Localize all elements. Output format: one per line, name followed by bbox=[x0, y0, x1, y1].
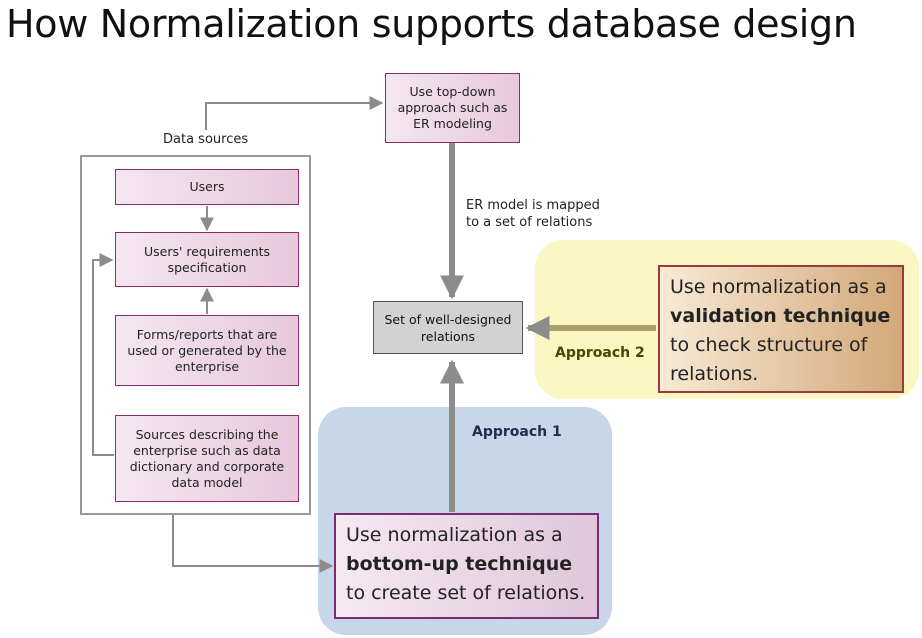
er-mapped-label: ER model is mapped to a set of relations bbox=[466, 197, 616, 231]
sources-text: Sources describing the enterprise such a… bbox=[129, 426, 285, 490]
sources-box: Sources describing the enterprise such a… bbox=[115, 415, 299, 502]
users-box: Users bbox=[115, 169, 299, 205]
bottom-up-keyword: bottom-up technique bbox=[346, 553, 573, 575]
validation-text-post: to check structure of relations. bbox=[670, 334, 868, 385]
relations-box: Set of well-designed relations bbox=[373, 301, 523, 354]
forms-reports-text: Forms/reports that are used or generated… bbox=[127, 326, 287, 374]
requirements-box: Users' requirements specification bbox=[115, 232, 299, 287]
bottom-up-technique-box: Use normalization as a bottom-up techniq… bbox=[334, 513, 599, 619]
data-sources-frame bbox=[80, 155, 311, 515]
requirements-text: Users' requirements specification bbox=[143, 243, 271, 275]
users-text: Users bbox=[189, 179, 225, 194]
forms-reports-box: Forms/reports that are used or generated… bbox=[115, 315, 299, 386]
arrow-datasources-to-topdown bbox=[205, 96, 384, 130]
validation-technique-box: Use normalization as a validation techni… bbox=[658, 265, 904, 393]
approach-2-label: Approach 2 bbox=[555, 345, 645, 361]
bottom-up-text-post: to create set of relations. bbox=[346, 582, 586, 604]
data-sources-label: Data sources bbox=[163, 132, 249, 147]
arrow-frame-to-bottomup bbox=[172, 515, 334, 573]
top-down-approach-box: Use top-down approach such as ER modelin… bbox=[385, 73, 520, 143]
top-down-approach-text: Use top-down approach such as ER modelin… bbox=[397, 84, 508, 131]
approach-1-label: Approach 1 bbox=[472, 424, 562, 440]
relations-text: Set of well-designed relations bbox=[384, 311, 512, 344]
arrow-sources-to-requirements bbox=[92, 253, 114, 456]
page-title: How Normalization supports database desi… bbox=[6, 2, 857, 46]
bottom-up-text-pre: Use normalization as a bbox=[346, 524, 563, 546]
er-mapped-text: ER model is mapped to a set of relations bbox=[466, 198, 600, 230]
validation-keyword: validation technique bbox=[670, 305, 891, 327]
validation-text-pre: Use normalization as a bbox=[670, 276, 887, 298]
